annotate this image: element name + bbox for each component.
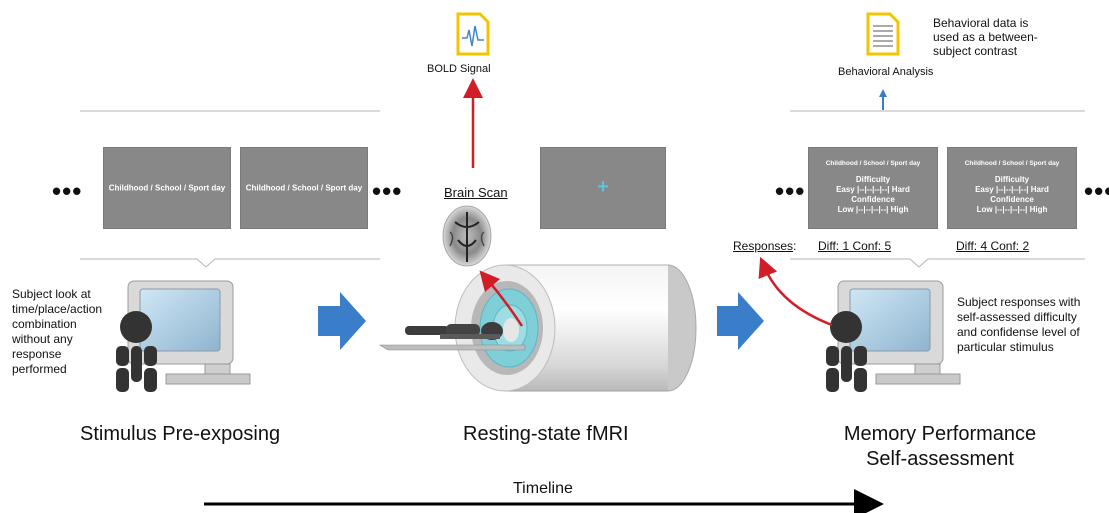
rating-slide-header: Childhood / School / Sport day bbox=[825, 160, 921, 167]
mri-scanner bbox=[454, 264, 697, 392]
response-1: Diff: 1 Conf: 5 bbox=[818, 239, 892, 253]
stage-title-memory: Memory Performance Self-assessment bbox=[810, 422, 1070, 472]
behavioral-note-line: used as a between- bbox=[933, 30, 1038, 44]
behavioral-note: Behavioral data is used as a between- su… bbox=[933, 16, 1038, 58]
stimulus-slide-caption: Childhood / School / Sport day bbox=[108, 183, 226, 193]
stage-title-memory-line: Memory Performance bbox=[843, 423, 1037, 445]
rating-slide-header: Childhood / School / Sport day bbox=[964, 160, 1060, 167]
subject-person-1 bbox=[116, 311, 157, 392]
rating-slide-2: Childhood / School / Sport day Difficult… bbox=[947, 147, 1077, 229]
bold-signal-label: BOLD Signal bbox=[427, 63, 491, 75]
ellipsis-right-memory: ••• bbox=[1084, 176, 1109, 206]
stimulus-bracket-lines bbox=[80, 110, 380, 268]
fixation-cross: + bbox=[597, 176, 609, 199]
rating-slide-1: Childhood / School / Sport day Difficult… bbox=[808, 147, 938, 229]
behavioral-analysis-arrow bbox=[879, 89, 887, 110]
memory-note-line: Subject responses with bbox=[957, 295, 1081, 309]
ellipsis-right-stimulus: ••• bbox=[372, 176, 403, 206]
stage-title-memory-line: Self-assessment bbox=[866, 448, 1014, 470]
stimulus-note-line: time/place/action bbox=[12, 302, 103, 316]
timeline-label: Timeline bbox=[513, 480, 573, 497]
responses-label-text: Responses bbox=[733, 239, 794, 253]
ellipsis-left-stimulus: ••• bbox=[52, 176, 83, 206]
stimulus-note-line: response bbox=[12, 347, 62, 361]
responses-label-colon: : bbox=[793, 239, 797, 253]
behavioral-note-line: Behavioral data is bbox=[933, 16, 1029, 30]
responses-label: Responses: bbox=[733, 239, 796, 253]
stage-arrow-1 bbox=[318, 292, 366, 350]
stimulus-slide-2: Childhood / School / Sport day bbox=[240, 147, 368, 229]
memory-bracket-lines bbox=[790, 110, 1085, 268]
behavioral-analysis-label: Behavioral Analysis bbox=[838, 66, 934, 78]
stage-title-fmri: Resting-state fMRI bbox=[463, 423, 629, 445]
stimulus-slide-caption: Childhood / School / Sport day bbox=[245, 183, 363, 193]
rating-line: Confidence bbox=[990, 195, 1034, 204]
subject-computer-1 bbox=[127, 280, 251, 385]
response-arrow bbox=[758, 256, 833, 327]
stimulus-note-line: performed bbox=[12, 362, 67, 376]
rating-line: Difficulty bbox=[855, 175, 891, 184]
brain-scan-image bbox=[442, 205, 492, 267]
stimulus-note-line: combination bbox=[12, 317, 77, 331]
memory-note-line: particular stimulus bbox=[957, 340, 1054, 354]
stage-title-stimulus: Stimulus Pre-exposing bbox=[80, 423, 281, 445]
stage-arrow-2 bbox=[717, 292, 764, 350]
memory-note-line: self-assessed difficulty bbox=[957, 310, 1077, 324]
stimulus-note: Subject look at time/place/action combin… bbox=[12, 287, 102, 377]
brain-scan-label: Brain Scan bbox=[444, 185, 508, 200]
behavioral-note-line: subject contrast bbox=[933, 44, 1018, 58]
subject-computer-2 bbox=[837, 280, 961, 385]
stimulus-note-line: without any bbox=[12, 332, 73, 346]
memory-note: Subject responses with self-assessed dif… bbox=[957, 295, 1080, 355]
rating-line: Easy |--|--|--|--| Hard bbox=[836, 185, 910, 194]
rating-line: Difficulty bbox=[994, 175, 1030, 184]
scanner-table bbox=[378, 322, 526, 351]
memory-note-line: and confidense level of bbox=[957, 325, 1080, 339]
behavioral-analysis-document-icon bbox=[866, 12, 900, 56]
rating-line: Confidence bbox=[851, 195, 895, 204]
rating-line: Low |--|--|--|--| High bbox=[976, 205, 1048, 214]
stimulus-slide-1: Childhood / School / Sport day bbox=[103, 147, 231, 229]
fixation-slide: + bbox=[540, 147, 666, 229]
subject-person-2 bbox=[826, 311, 867, 392]
rating-line: Low |--|--|--|--| High bbox=[837, 205, 909, 214]
response-2: Diff: 4 Conf: 2 bbox=[956, 239, 1030, 253]
bold-signal-document-icon bbox=[456, 12, 490, 56]
stimulus-note-line: Subject look at bbox=[12, 287, 91, 301]
ellipsis-left-memory: ••• bbox=[775, 176, 806, 206]
rating-line: Easy |--|--|--|--| Hard bbox=[975, 185, 1049, 194]
scanner-to-brain-arrow bbox=[479, 270, 524, 327]
